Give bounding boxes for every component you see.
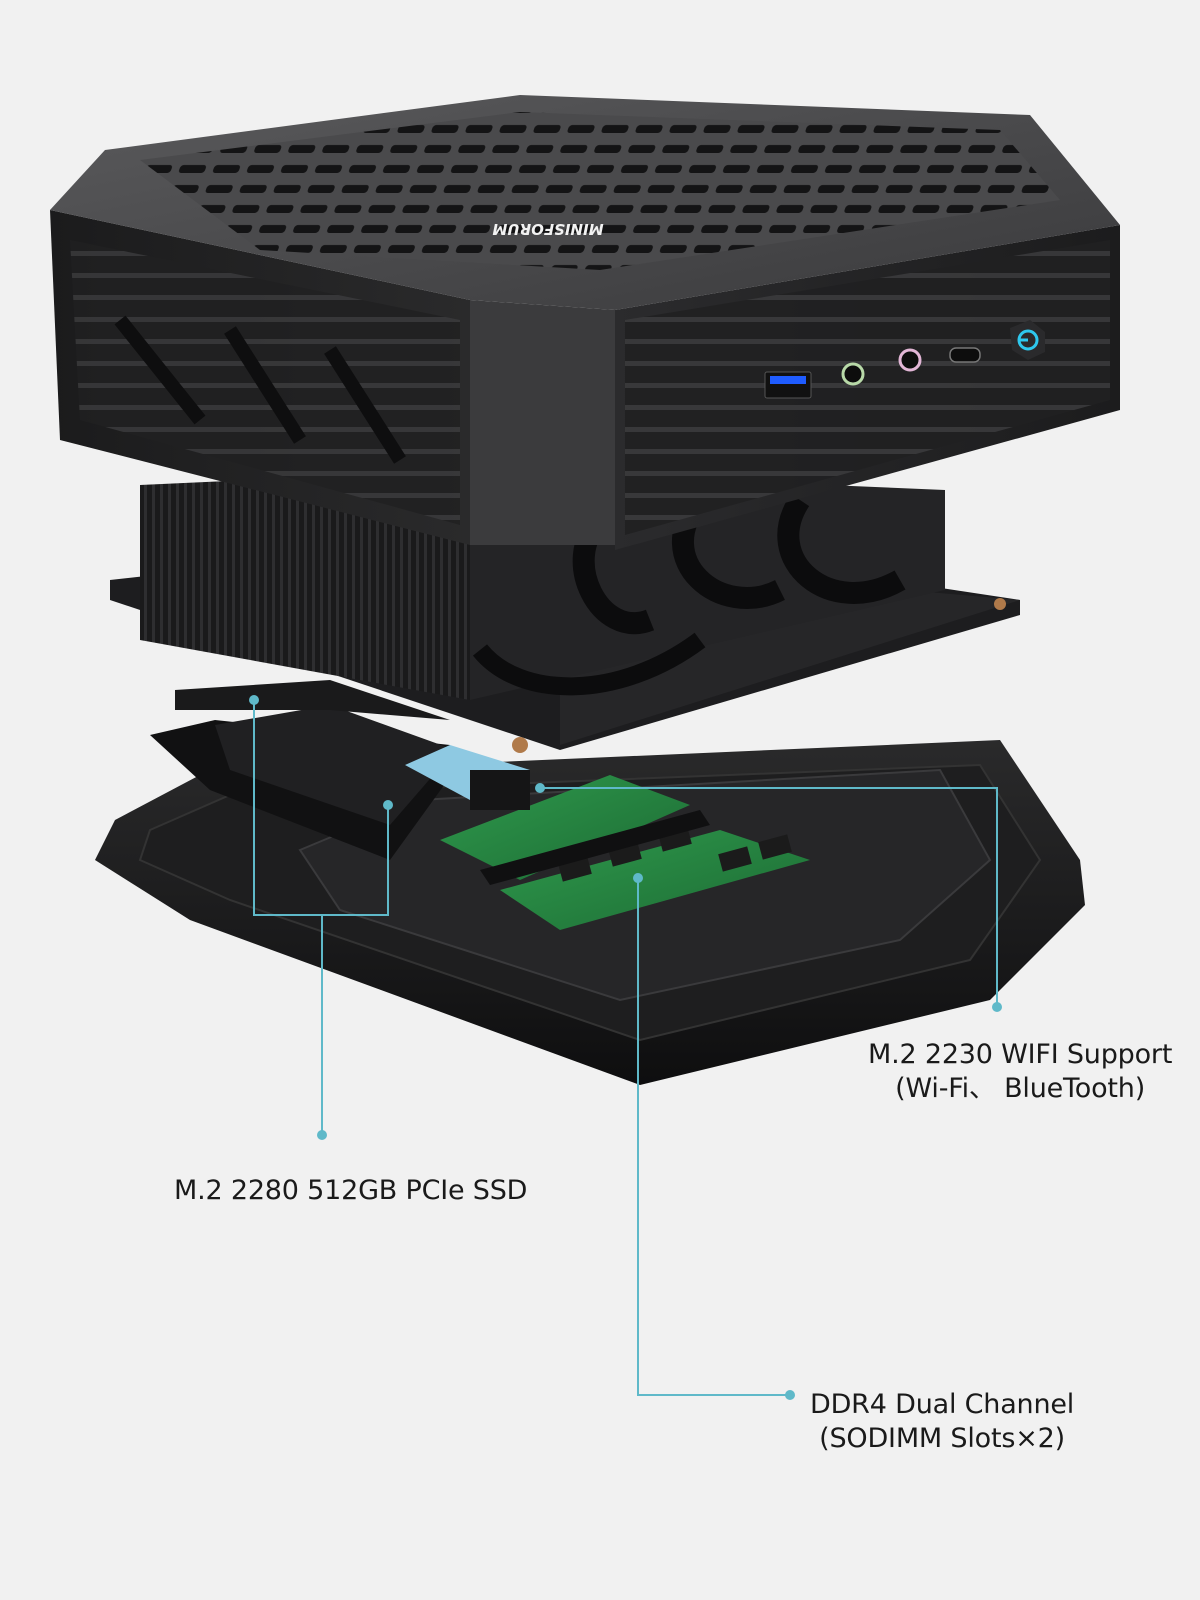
ram-modules [440,775,810,930]
motherboard-and-heatsink [110,470,1020,753]
ddr-callout-leader [637,878,790,1396]
power-button-icon [1017,329,1039,351]
ddr-callout-title: DDR4 Dual Channel [810,1389,1075,1420]
usb-c-port-icon [949,347,981,363]
ssd-and-wifi [150,680,530,860]
audio-jack-pink-icon [898,348,922,372]
callout-lines [253,700,998,1396]
ddr-callout-label: DDR4 Dual Channel (SODIMM Slots×2) [810,1388,1074,1456]
audio-jack-green-icon [841,362,865,386]
wifi-callout-leader [540,787,998,1007]
brand-logo: MINISFORUM [492,220,603,238]
ddr-callout-subtitle: (SODIMM Slots×2) [819,1423,1065,1454]
usb-a-port-icon [770,376,806,384]
ssd-callout-label: M.2 2280 512GB PCIe SSD [174,1174,527,1208]
wifi-callout-subtitle: (Wi-Fi、 BlueTooth) [895,1073,1146,1104]
wifi-callout-label: M.2 2230 WIFI Support (Wi-Fi、 BlueTooth) [868,1038,1172,1106]
top-shell: MINISFORUM [50,95,1120,550]
callout-dots [249,695,1002,1400]
ssd-callout-title: M.2 2280 512GB PCIe SSD [174,1175,528,1206]
wifi-callout-title: M.2 2230 WIFI Support [868,1039,1173,1070]
front-io-panel [764,320,1045,399]
